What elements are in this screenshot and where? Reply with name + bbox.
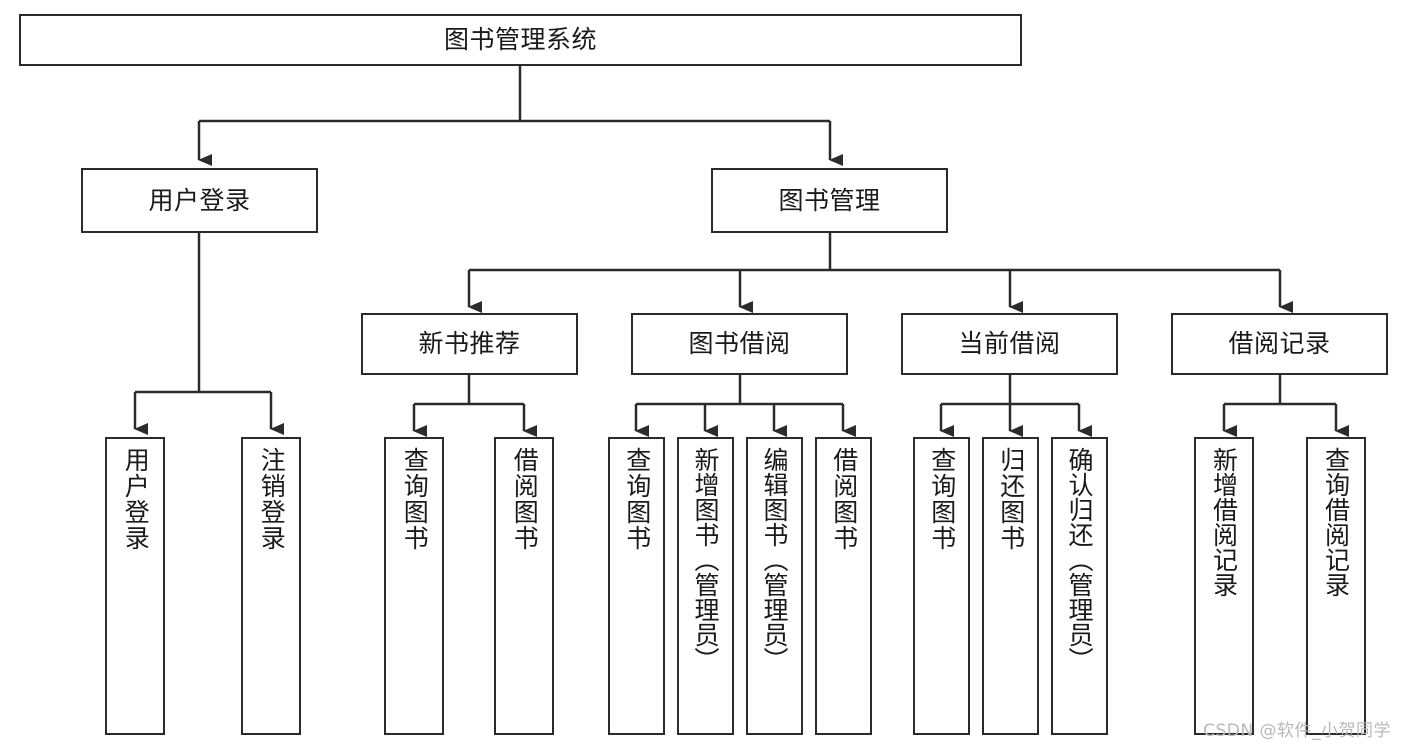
node-label: 图书管理系统 (443, 25, 597, 55)
node-current-borrow[interactable]: 当前借阅 (901, 313, 1118, 375)
leaf-new-book-query-book[interactable]: 查询图书 (384, 437, 444, 735)
node-label: 归还图书 (996, 447, 1026, 551)
leaf-borrow-record-add-record[interactable]: 新增借阅记录 (1194, 437, 1254, 735)
node-root-book-management-system[interactable]: 图书管理系统 (19, 14, 1022, 66)
node-label: 编辑图书（管理员） (760, 447, 789, 672)
node-label: 查询图书 (622, 447, 652, 551)
node-label: 新书推荐 (418, 329, 521, 359)
node-label: 借阅记录 (1228, 329, 1331, 359)
node-user-login[interactable]: 用户登录 (81, 168, 318, 233)
watermark-csdn: CSDN @软件_小贺同学 (1203, 721, 1391, 741)
leaf-current-borrow-confirm-return-admin[interactable]: 确认归还（管理员） (1051, 437, 1108, 735)
node-label: 用户登录 (121, 447, 151, 551)
leaf-borrow-record-query-record[interactable]: 查询借阅记录 (1306, 437, 1366, 735)
node-label: 当前借阅 (958, 329, 1061, 359)
leaf-user-login-logout[interactable]: 注销登录 (241, 437, 301, 735)
node-book-management[interactable]: 图书管理 (711, 168, 948, 233)
node-label: 借阅图书 (829, 447, 859, 551)
leaf-current-borrow-return-book[interactable]: 归还图书 (982, 437, 1039, 735)
node-label: 注销登录 (257, 447, 287, 551)
node-label: 查询图书 (400, 447, 430, 551)
node-label: 新增图书（管理员） (691, 447, 720, 672)
leaf-book-borrow-add-book-admin[interactable]: 新增图书（管理员） (677, 437, 734, 735)
leaf-user-login-login[interactable]: 用户登录 (105, 437, 165, 735)
node-label: 新增借阅记录 (1209, 447, 1239, 597)
node-label: 确认归还（管理员） (1065, 447, 1094, 672)
leaf-book-borrow-query-book[interactable]: 查询图书 (608, 437, 665, 735)
leaf-book-borrow-borrow-book[interactable]: 借阅图书 (815, 437, 872, 735)
node-label: 用户登录 (148, 185, 251, 215)
leaf-new-book-borrow-book[interactable]: 借阅图书 (494, 437, 554, 735)
node-label: 图书管理 (778, 185, 881, 215)
node-book-borrow[interactable]: 图书借阅 (631, 313, 848, 375)
node-label: 查询图书 (927, 447, 957, 551)
leaf-book-borrow-edit-book-admin[interactable]: 编辑图书（管理员） (746, 437, 803, 735)
node-label: 图书借阅 (688, 329, 791, 359)
leaf-current-borrow-query-book[interactable]: 查询图书 (913, 437, 970, 735)
node-label: 查询借阅记录 (1321, 447, 1351, 597)
node-borrow-record[interactable]: 借阅记录 (1171, 313, 1388, 375)
node-new-book-recommend[interactable]: 新书推荐 (361, 313, 578, 375)
node-label: 借阅图书 (510, 447, 540, 551)
